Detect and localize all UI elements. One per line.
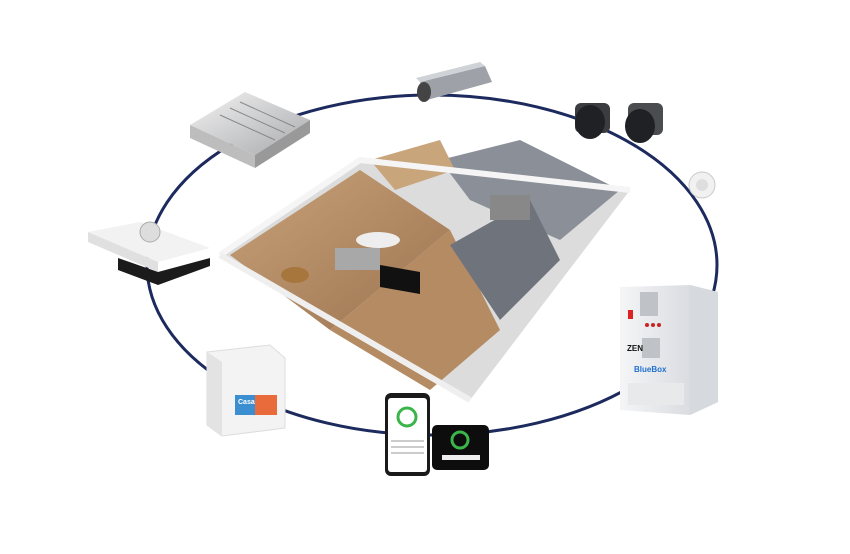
wall-controller — [432, 425, 489, 470]
bluebox-logo: BlueBox — [634, 365, 667, 374]
duct-silencer — [416, 62, 492, 102]
kitchen-range-hood — [88, 221, 210, 285]
apartment-floor-plan — [218, 140, 631, 403]
ceiling-cassette-unit — [190, 92, 310, 168]
round-ceiling-diffuser — [688, 171, 716, 199]
round-dampers — [575, 103, 663, 143]
heat-recovery-unit-logo: Casa — [238, 399, 255, 406]
zen-logo: ZEN — [627, 344, 643, 353]
heat-recovery-unit — [206, 344, 286, 437]
smartphone-app — [385, 393, 430, 476]
outdoor-unit-cabinet — [620, 285, 718, 415]
